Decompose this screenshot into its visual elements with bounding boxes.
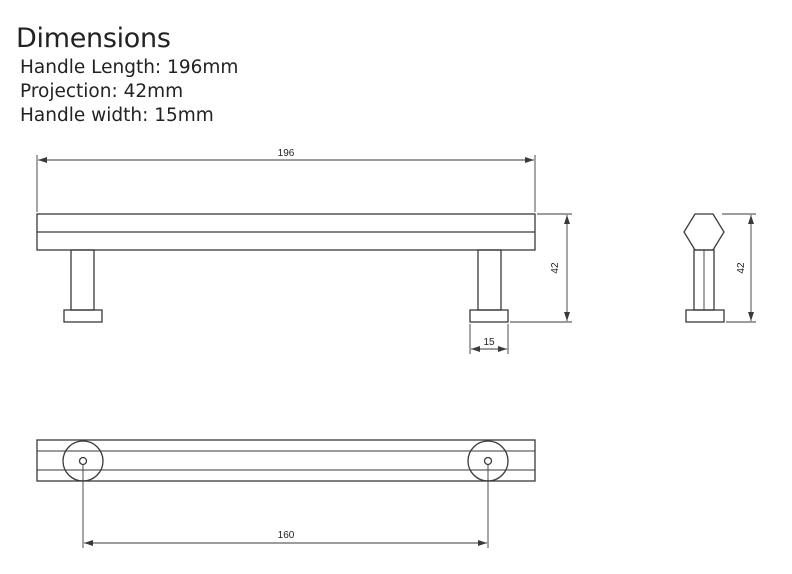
right-screw-hole [483, 456, 493, 466]
hexagon-profile [683, 213, 725, 251]
dimension-hole-centers: 160 [82, 465, 489, 548]
side-view [683, 213, 725, 323]
plan-view [36, 439, 536, 482]
dimension-label-42-front: 42 [550, 262, 561, 274]
dimension-projection-front: 42 [510, 213, 572, 323]
spec-header: Dimensions Handle Length: 196mm Projecti… [16, 22, 238, 128]
dimension-label-15: 15 [483, 337, 495, 348]
dimension-overall-length: 196 [36, 148, 536, 212]
right-post [477, 249, 502, 311]
spec-handle-width: Handle width: 15mm [20, 105, 214, 126]
page-title: Dimensions [16, 23, 171, 54]
dimension-label-42-side: 42 [736, 262, 747, 274]
front-view [36, 213, 536, 323]
dimension-projection-side: 42 [722, 213, 756, 323]
spec-handle-length: Handle Length: 196mm [20, 57, 239, 78]
dimension-label-160: 160 [278, 530, 295, 541]
left-screw-hole [78, 456, 88, 466]
left-post [70, 249, 95, 311]
side-post-base [685, 309, 725, 323]
dimension-post-width: 15 [469, 324, 509, 354]
right-post-base [469, 309, 509, 323]
left-post-base [63, 309, 103, 323]
spec-projection: Projection: 42mm [20, 81, 184, 102]
dimension-label-196: 196 [278, 148, 295, 159]
plan-bar [36, 439, 536, 482]
